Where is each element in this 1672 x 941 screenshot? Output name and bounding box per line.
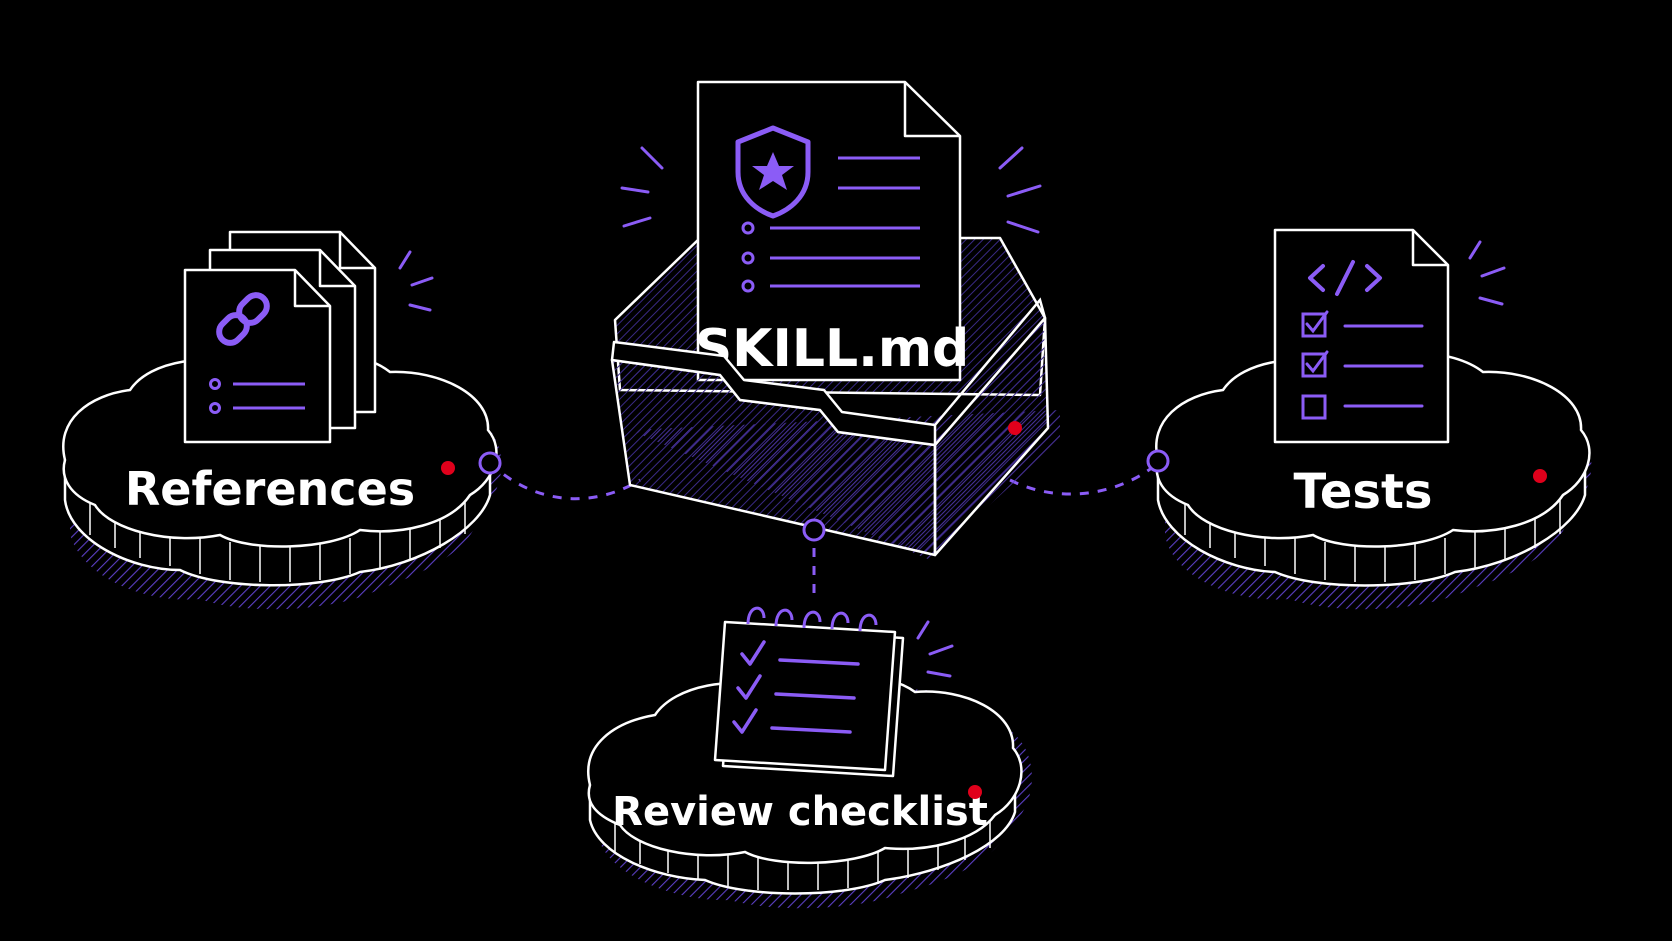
tray-side-rim (934, 297, 1047, 426)
notepad-rings (746, 606, 878, 632)
notepad-checklist-icon (732, 640, 860, 734)
label-tests: Tests (1293, 464, 1432, 520)
stacked-documents (183, 230, 377, 444)
sparkle-lines-center-left (620, 146, 664, 228)
sparkle-lines (398, 250, 434, 312)
checkbox-checked-icon (1301, 352, 1327, 378)
connector-left (488, 461, 641, 501)
sparkle-lines-center-right (998, 146, 1042, 234)
checkbox-empty-icon (1301, 394, 1327, 420)
code-icon (1308, 260, 1382, 296)
test-document (1273, 228, 1450, 444)
checkbox-checked-icon (1301, 312, 1327, 338)
sparkle-lines (916, 620, 954, 678)
tests-island: Tests (1146, 228, 1592, 610)
link-icon (216, 292, 270, 346)
label-skill-md: SKILL.md (695, 319, 970, 379)
connector-node-left[interactable] (478, 451, 502, 475)
status-dot-tests (1533, 469, 1547, 483)
connector-node-bottom[interactable] (802, 518, 826, 542)
reference-list (209, 378, 305, 414)
status-dot-references (441, 461, 455, 475)
notepad (713, 620, 905, 778)
tray-side (933, 316, 1050, 557)
test-checklist (1301, 310, 1424, 420)
shield-star-icon (735, 125, 811, 219)
connectors (488, 461, 1159, 598)
sparkle-lines (1468, 240, 1506, 306)
island-top (1155, 351, 1591, 548)
review-checklist-island: Review checklist (587, 606, 1032, 909)
skill-tray: SKILL.md (610, 80, 1060, 560)
label-review-checklist: Review checklist (612, 789, 988, 835)
references-island: References (62, 230, 502, 610)
skill-document-lines (741, 156, 920, 293)
label-references: References (125, 462, 415, 516)
connector-right (1009, 461, 1159, 496)
status-dot-review (968, 785, 982, 799)
status-dot-skill (1008, 421, 1022, 435)
connector-node-right[interactable] (1146, 449, 1170, 473)
